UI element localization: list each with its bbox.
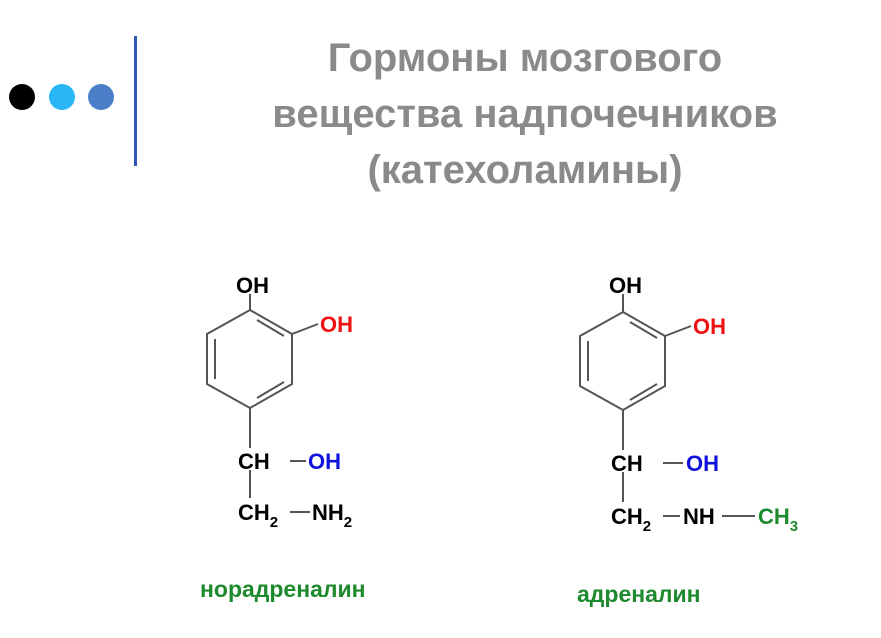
nh-label: NH <box>683 504 715 529</box>
oh-top-label-2: OH <box>609 273 642 298</box>
ch-label-1: CH <box>238 449 270 474</box>
title-divider-line <box>134 36 137 166</box>
molecule-name-adrenaline: адреналин <box>577 581 701 607</box>
ch2-label-2: CH2 <box>611 504 651 535</box>
nh2-label: NH2 <box>312 500 352 531</box>
title-line-1: Гормоны мозгового <box>327 36 723 80</box>
molecule-noradrenaline: OH OH CH OH CH2 NH2 норадреналин <box>200 273 366 602</box>
bullet-dot-blue <box>88 84 114 110</box>
ch2-label-1: CH2 <box>238 500 278 531</box>
ch-label-2: CH <box>611 451 643 476</box>
bullet-dot-light-blue <box>49 84 75 110</box>
molecule-adrenaline: OH OH CH OH CH2 NH CH3 адреналин <box>577 273 798 607</box>
benzene-ring-2 <box>579 310 666 412</box>
benzene-ring-1 <box>206 308 293 410</box>
bond-oh-right-2 <box>664 325 692 337</box>
oh-right-label-1: OH <box>320 312 353 337</box>
slide-title: Гормоны мозгового вещества надпочечников… <box>190 30 860 198</box>
title-line-3: (катехоламины) <box>367 148 683 192</box>
ch3-label: CH3 <box>758 504 798 535</box>
oh-right-label-2: OH <box>693 314 726 339</box>
bullet-dot-black <box>9 84 35 110</box>
chain-oh-label-2: OH <box>686 451 719 476</box>
oh-top-label-1: OH <box>236 273 269 298</box>
chain-oh-label-1: OH <box>308 449 341 474</box>
bond-oh-right-1 <box>291 323 319 335</box>
title-line-2: вещества надпочечников <box>272 92 778 136</box>
molecule-name-noradrenaline: норадреналин <box>200 576 366 602</box>
